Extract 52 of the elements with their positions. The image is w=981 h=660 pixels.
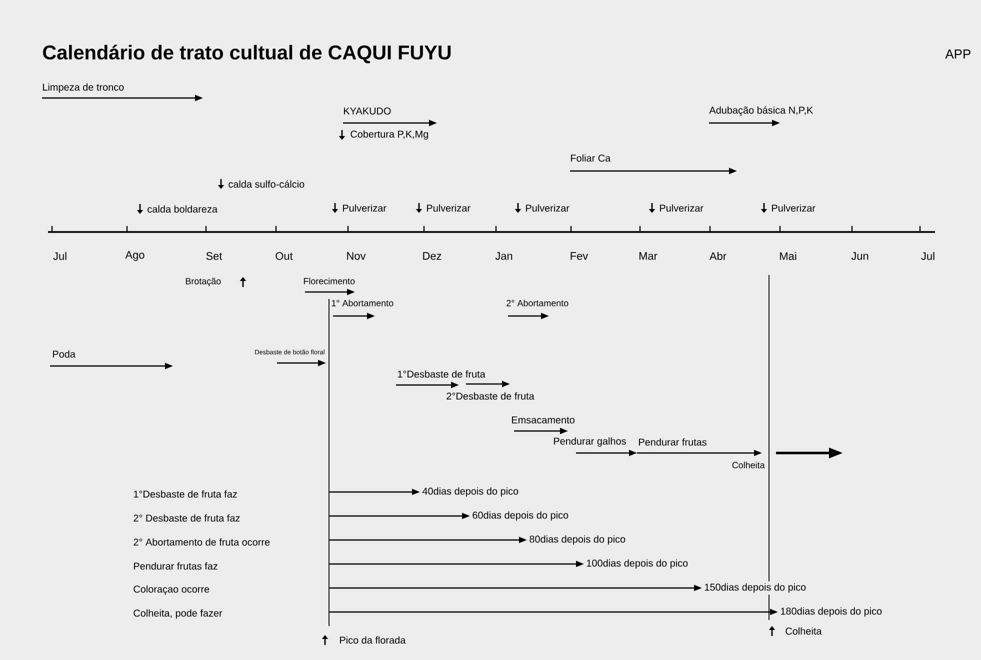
activity-label: Pendurar frutas [639,438,706,446]
activity-label: Pulverizar [660,204,704,212]
month-label: Mar [639,252,658,260]
activity-label: Pulverizar [343,204,386,212]
activity-label: calda sulfo-cálcio [228,180,304,188]
row-label: 2° Abortamento de fruta ocorre [134,538,270,546]
row-label: 1°Desbaste de fruta faz [134,490,237,498]
activity-label: KYAKUDO [344,107,391,115]
day-count-label: 180dias depois do pico [778,605,884,619]
heading-fragment: APP [945,50,970,58]
month-label: Abr [710,252,726,260]
stage-label: Brotação [186,278,221,286]
month-label: Jul [921,252,934,260]
month-label: Jan [495,252,512,260]
activity-label: Pulverizar [772,204,816,212]
month-label: Out [276,252,293,260]
stage-label: 2° Abortamento [506,300,568,306]
day-count-label: 150dias depois do pico [702,581,808,595]
activity-label: Pulverizar [526,204,570,212]
row-label: Colheita, pode fazer [134,609,222,619]
activity-label: Pendurar galhos [554,437,626,447]
day-count-label: 40dias depois do pico [420,485,521,499]
row-label: 2° Desbaste de fruta faz [134,514,240,522]
month-label: Set [206,252,222,260]
month-label: Jun [851,252,868,260]
axis-note: Pico da florada [340,636,406,644]
activity-label: Pulverizar [427,204,470,212]
day-count-label: 60dias depois do pico [470,509,571,523]
day-count-label: 80dias depois do pico [527,533,628,547]
stage-label: 1° Abortamento [332,300,394,306]
month-label: Fev [570,252,588,260]
row-label: Coloraçao ocorre [134,585,210,595]
activity-label: Poda [53,350,76,358]
title: Calendário de trato cultual de CAQUI FUYU [43,44,451,64]
activity-label: 1°Desbaste de fruta [398,370,486,378]
axis-note: Colheita [786,627,822,635]
row-label: Pendurar frutas faz [134,562,218,570]
activity-label: calda boldareza [148,205,218,213]
activity-label: Limpeza de tronco [43,83,124,93]
day-count-label: 100dias depois do pico [584,557,690,571]
month-label: Mai [780,252,796,260]
activity-label: Adubação básica N,P,K [709,106,814,116]
activity-label: Cobertura P,K,Mg [350,130,428,140]
month-label: Nov [347,252,366,260]
activity-label: Colheita [732,462,765,468]
activity-label: 2°Desbaste de fruta [446,392,534,400]
activity-label: Emsacamento [512,416,574,424]
activity-label: Foliar Ca [571,154,611,162]
month-label: Jul [53,252,66,260]
month-label: Ago [125,251,144,261]
stage-label: Florecimento [304,278,355,284]
month-label: Dez [423,252,442,260]
